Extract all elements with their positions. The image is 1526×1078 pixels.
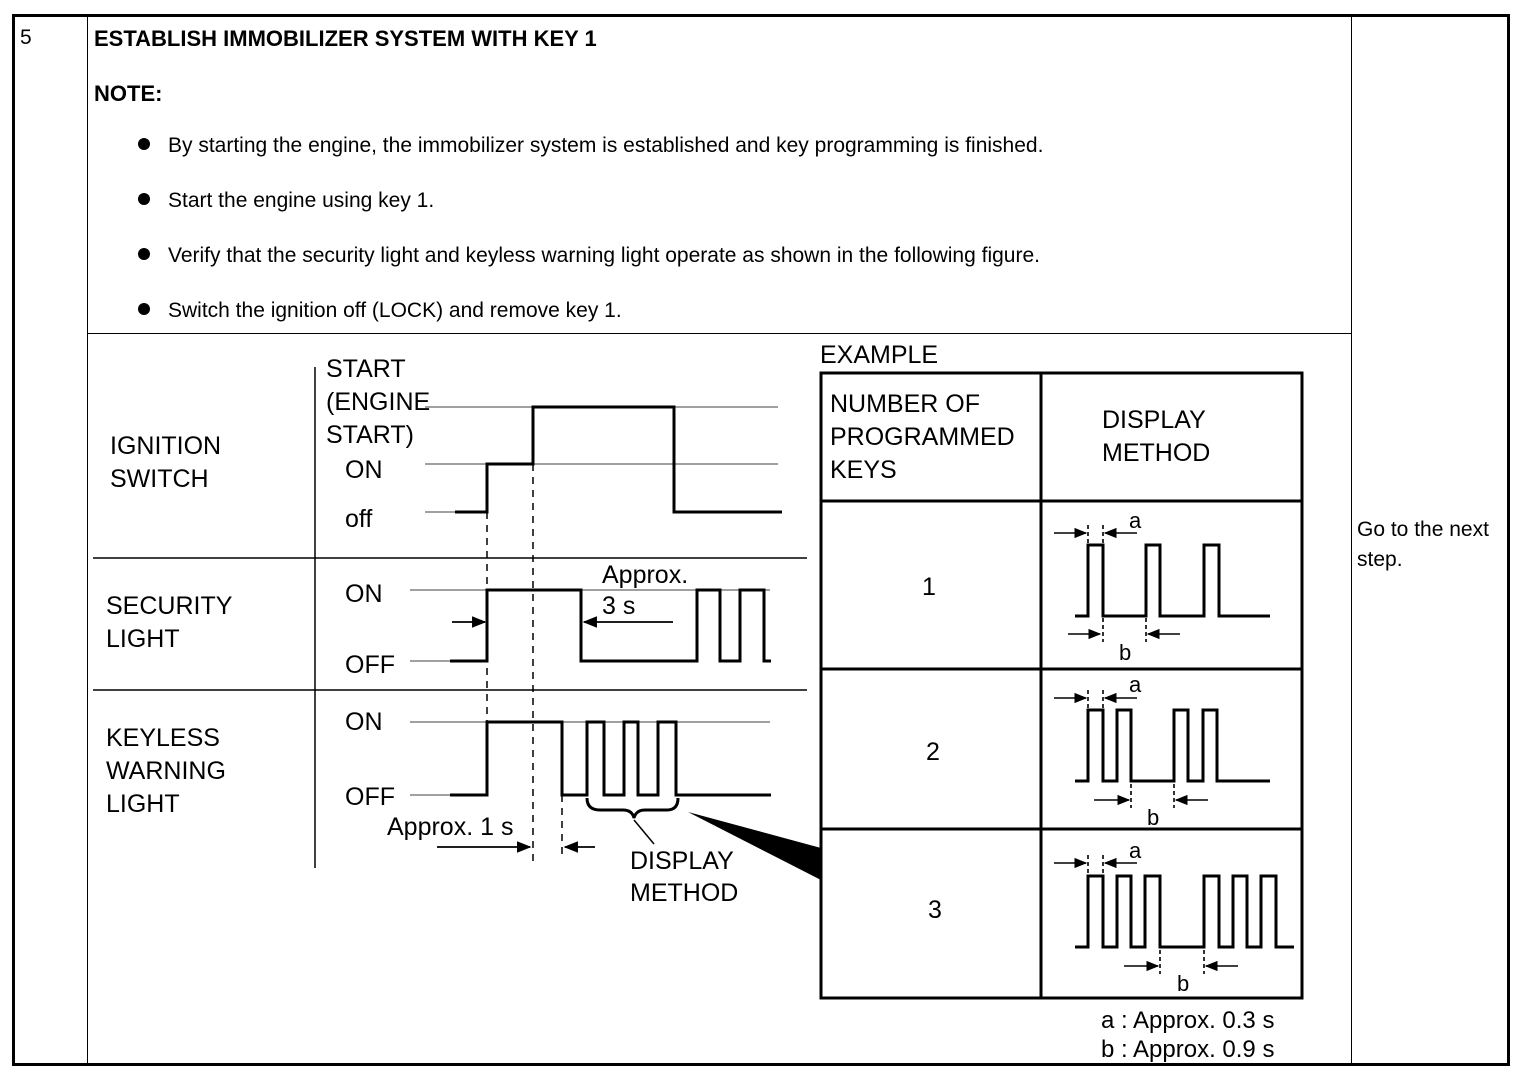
ignition-label: SWITCH (110, 465, 209, 493)
ignition-label: IGNITION (110, 432, 221, 460)
dimension-b-label: b (1147, 805, 1159, 830)
display-method-label: DISPLAY (630, 847, 734, 875)
row-divider-figure (87, 333, 1351, 334)
note-text: Switch the ignition off (LOCK) and remov… (168, 299, 622, 322)
step-title: ESTABLISH IMMOBILIZER SYSTEM WITH KEY 1 (94, 26, 597, 51)
state-label: START (326, 355, 406, 383)
note-item: Switch the ignition off (LOCK) and remov… (138, 299, 622, 323)
pattern-1-waveform (1075, 543, 1270, 618)
note-text: By starting the engine, the immobilizer … (168, 134, 1044, 157)
state-label: off (345, 505, 372, 533)
example-label: EXAMPLE (820, 341, 938, 369)
action-text: Go to the next step. (1357, 518, 1489, 571)
security-label: SECURITY (106, 592, 233, 620)
bullet-icon (138, 193, 150, 205)
legend-a: a : Approx. 0.3 s (1101, 1007, 1274, 1034)
keyless-waveform (450, 720, 771, 797)
state-label: OFF (345, 651, 395, 679)
callout-leader (633, 819, 655, 845)
note-item: Verify that the security light and keyle… (138, 244, 1040, 268)
security-label: LIGHT (106, 625, 180, 653)
security-waveform (450, 588, 771, 663)
state-label: START) (326, 421, 414, 449)
key-count: 2 (926, 738, 940, 766)
display-method-brace (585, 797, 680, 819)
bullet-icon (138, 303, 150, 315)
table-header-display: METHOD (1102, 439, 1210, 467)
bullet-icon (138, 138, 150, 150)
approx-1s-label: Approx. 1 s (387, 813, 513, 841)
dimension-b-label: b (1177, 971, 1189, 996)
approx-3s-label: 3 s (602, 592, 635, 620)
key-count: 3 (928, 896, 942, 924)
keyless-label: KEYLESS (106, 724, 220, 752)
key-count: 1 (922, 573, 936, 601)
ignition-waveform (455, 405, 782, 514)
note-text: Verify that the security light and keyle… (168, 244, 1040, 267)
table-header-keys: NUMBER OF (830, 390, 980, 418)
column-divider-step (87, 14, 88, 1066)
note-label: NOTE: (94, 81, 163, 106)
state-label: OFF (345, 783, 395, 811)
example-table (819, 371, 1304, 1000)
table-header-display: DISPLAY (1102, 406, 1206, 434)
step-number: 5 (20, 26, 32, 49)
keyless-label: WARNING (106, 757, 226, 785)
state-label: ON (345, 708, 383, 736)
note-text: Start the engine using key 1. (168, 189, 435, 212)
table-header-keys: KEYS (830, 456, 897, 484)
display-method-label: METHOD (630, 879, 738, 907)
approx-3s-label: Approx. (602, 561, 688, 589)
state-label: (ENGINE (326, 388, 430, 416)
legend-b: b : Approx. 0.9 s (1101, 1036, 1274, 1063)
bullet-icon (138, 248, 150, 260)
dimension-a-label: a (1129, 508, 1142, 533)
pattern-2-waveform (1075, 708, 1270, 783)
pattern-3-waveform (1075, 874, 1294, 949)
table-header-keys: PROGRAMMED (830, 423, 1015, 451)
state-label: ON (345, 580, 383, 608)
dimension-b-label: b (1119, 640, 1131, 665)
note-item: Start the engine using key 1. (138, 189, 434, 213)
column-divider-action (1351, 14, 1352, 1066)
dimension-a-label: a (1129, 838, 1142, 863)
state-label: ON (345, 456, 383, 484)
note-item: By starting the engine, the immobilizer … (138, 134, 1043, 158)
callout-wedge (688, 812, 821, 880)
dimension-a-label: a (1129, 672, 1142, 697)
keyless-label: LIGHT (106, 790, 180, 818)
procedure-table (12, 14, 1510, 1066)
